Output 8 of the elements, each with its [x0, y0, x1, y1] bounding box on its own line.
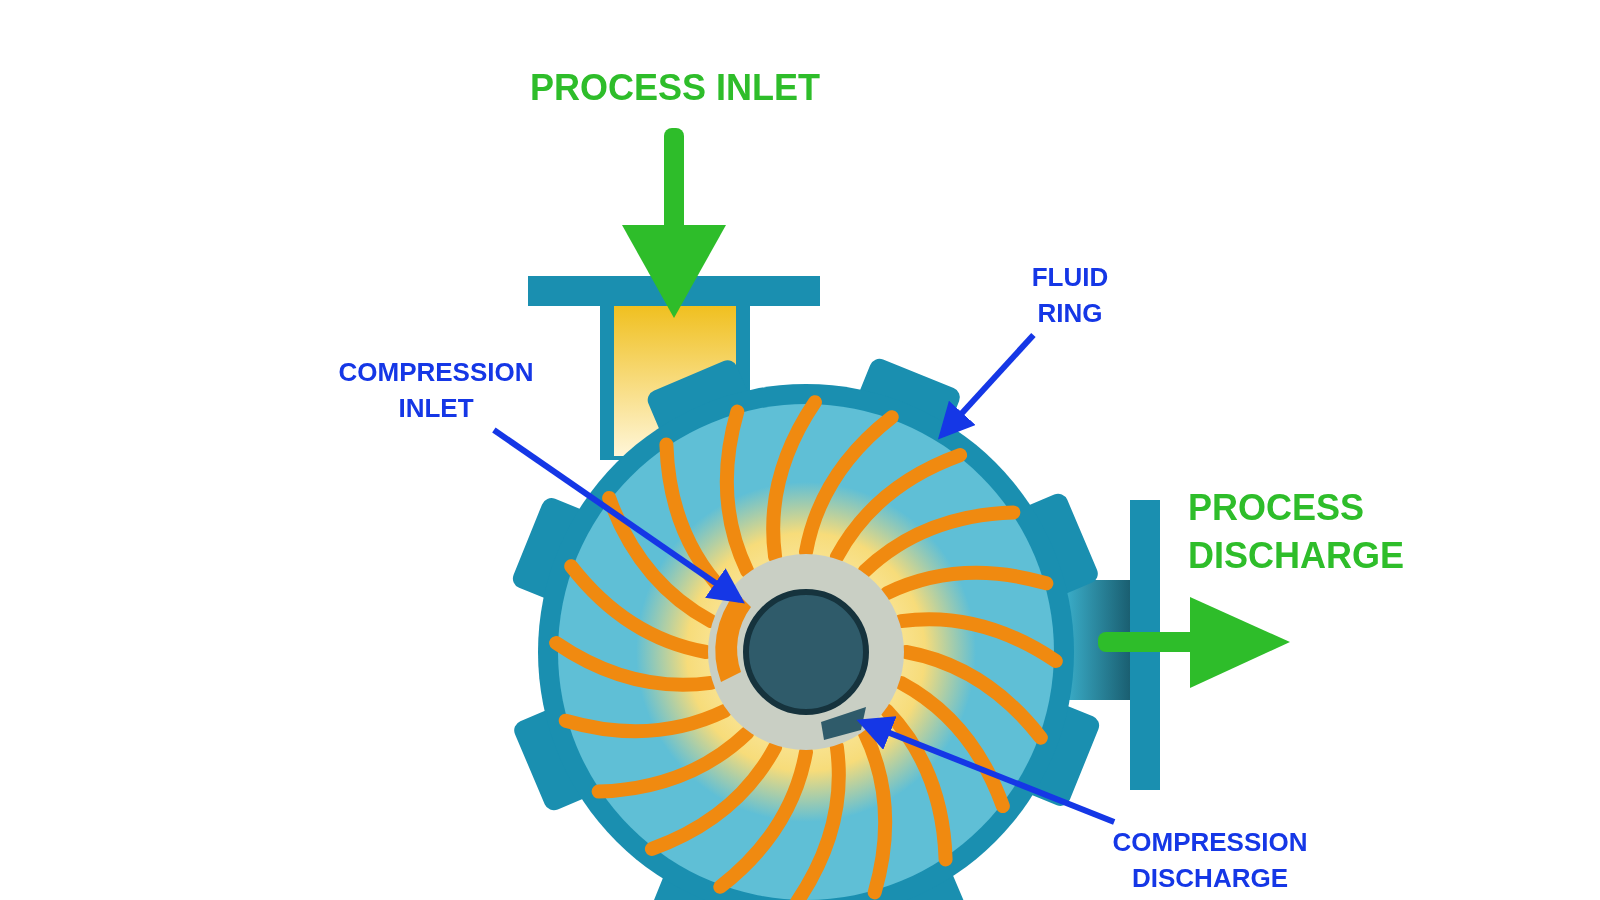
part-label: FLUID RING	[1030, 261, 1110, 330]
leader-line	[492, 427, 745, 604]
flow-label: PROCESS DISCHARGE	[1188, 486, 1406, 578]
flow-label: PROCESS INLET	[528, 66, 821, 110]
leader-line	[937, 332, 1036, 440]
part-label: COMPRESSION INLET	[337, 356, 535, 425]
part-label: COMPRESSION DISCHARGE	[1111, 826, 1309, 895]
leader-line	[856, 716, 1116, 825]
